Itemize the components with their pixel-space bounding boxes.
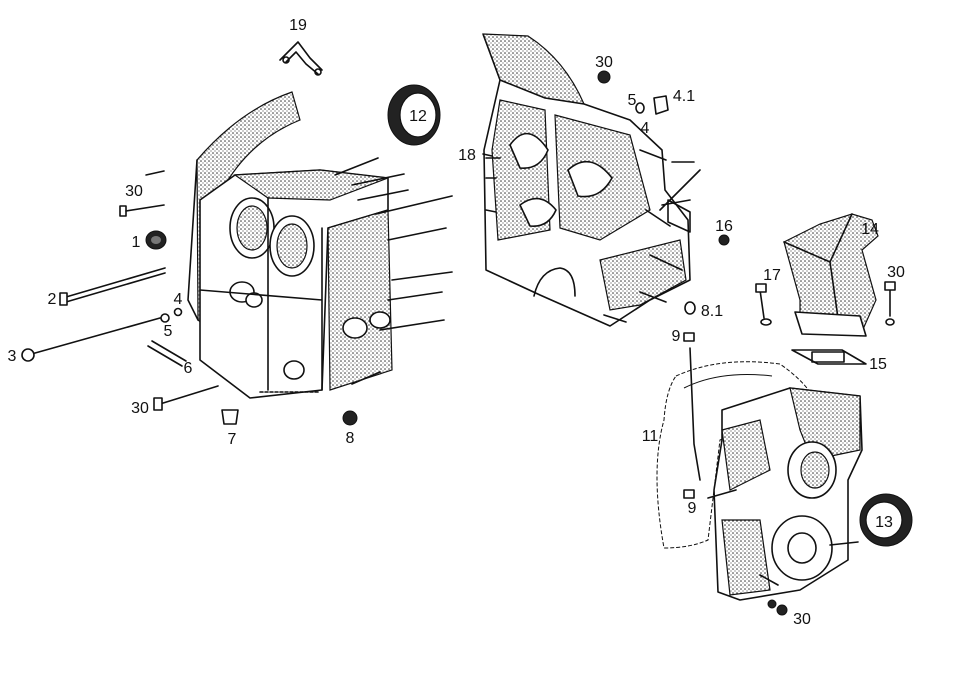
callout-13: 13 [875,514,893,531]
right-crankcase-half [482,33,701,327]
callout-7: 7 [228,431,237,448]
left-loose-parts [21,170,358,426]
callout-14: 14 [861,221,879,238]
callout-8-1: 8.1 [701,303,723,320]
callout-11: 11 [642,428,659,445]
callout-2: 2 [48,291,57,308]
part-19-strap [279,41,323,75]
callout-5-center: 5 [628,92,637,109]
callout-4-center: 4 [641,120,650,137]
callout-labels: 1 2 3 4 5 6 7 8 30 30 19 12 18 30 5 4 4.… [8,17,905,628]
callout-12: 12 [409,108,427,125]
part-13-oil-seal [859,493,913,547]
callout-15: 15 [869,356,887,373]
callout-30-center: 30 [595,54,613,71]
intake-manifold-parts [755,213,896,365]
left-crankcase-half [187,91,453,399]
timing-cover-assembly [656,347,863,616]
callout-30-intake: 30 [887,264,905,281]
callout-18: 18 [458,147,476,164]
callout-9-upper: 9 [672,328,681,345]
callout-1: 1 [132,234,141,251]
callout-30-bottom: 30 [793,611,811,628]
callout-30-left-top: 30 [125,183,143,200]
callout-17: 17 [763,267,781,284]
callout-6: 6 [184,360,193,377]
part-12-oil-seal [387,84,441,146]
center-loose-parts [482,70,730,342]
callout-5: 5 [164,323,173,340]
callout-3: 3 [8,348,17,365]
callout-4-1: 4.1 [673,88,695,105]
callout-16: 16 [715,218,733,235]
callout-30-left-bottom: 30 [131,400,149,417]
callout-9-lower: 9 [688,500,697,517]
callout-4: 4 [174,291,183,308]
callout-8: 8 [346,430,355,447]
callout-19: 19 [289,17,307,34]
